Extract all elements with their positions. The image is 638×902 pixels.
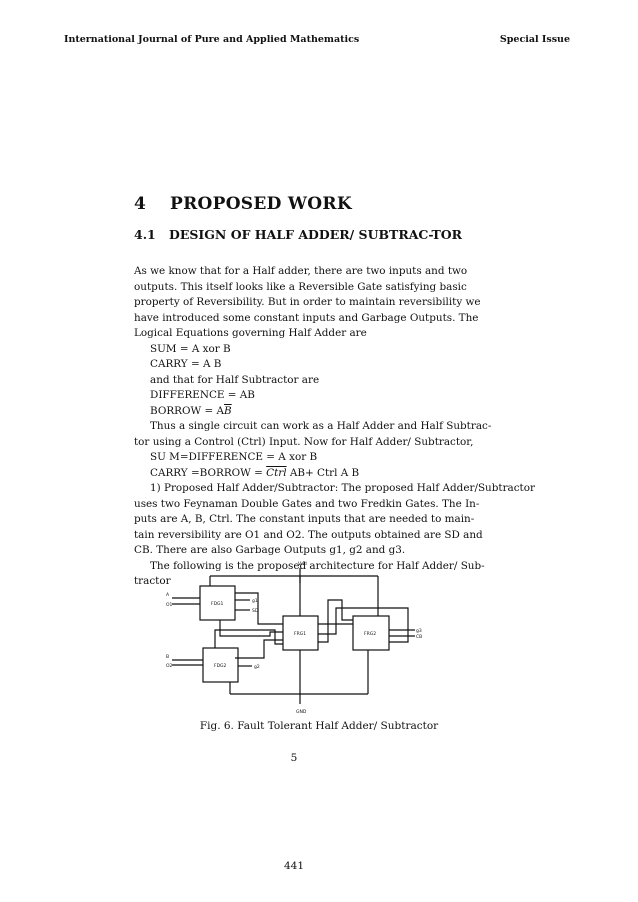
subsection-heading: 4.1 DESIGN OF HALF ADDER/ SUBTRAC-TOR [134, 226, 464, 244]
text-line: tractor [134, 575, 171, 587]
text-line: outputs. This itself looks like a Revers… [134, 280, 467, 293]
page-number-global: 441 [283, 860, 305, 872]
carry2-ctrl-bar: Ctrl [266, 466, 287, 479]
section-number: 4 [134, 194, 147, 214]
frg2-label: FRG2 [364, 631, 376, 637]
section-heading: 4 PROPOSED WORK [134, 194, 352, 214]
carry2-prefix: CARRY =BORROW = [150, 466, 267, 479]
borrow-prefix: BORROW = A [150, 404, 225, 417]
input-a-label: A [166, 592, 170, 598]
fdg1-label: FDG1 [211, 601, 224, 607]
issue-label: Special Issue [499, 34, 570, 45]
equation-sum-2: SU M=DIFFERENCE = A xor B [150, 451, 318, 463]
figure-caption: Fig. 6. Fault Tolerant Half Adder/ Subtr… [199, 720, 439, 732]
input-o2-label: O2 [166, 663, 173, 669]
g2-label: g2 [254, 664, 260, 670]
page-number-local: 5 [290, 752, 298, 764]
equation-carry: CARRY = A B [150, 358, 222, 370]
text-line: tain reversibility are O1 and O2. The ou… [134, 528, 483, 541]
input-o1-label: O1 [166, 602, 173, 608]
text-line: CB. There are also Garbage Outputs g1, g… [134, 544, 406, 556]
equation-borrow: BORROW = AB [134, 404, 464, 420]
equation-carry-2: CARRY =BORROW = Ctrl AB+ Ctrl A B [134, 466, 464, 482]
text-line: Thus a single circuit can work as a Half… [150, 420, 492, 432]
sd-label: SD [252, 608, 259, 614]
frg2-block [352, 615, 390, 651]
carry2-suffix: AB+ Ctrl A B [286, 466, 360, 479]
body-text: As we know that for a Half adder, there … [134, 264, 535, 590]
fdg2-label: FDG2 [214, 663, 227, 669]
circuit-diagram: Vdd GND FDG1 FDG2 FRG1 FRG2 A O1 B O2 g1… [166, 561, 422, 715]
text-line: Logical Equations governing Half Adder a… [134, 327, 367, 339]
text-line: puts are A, B, Ctrl. The constant inputs… [134, 513, 475, 525]
text-line: As we know that for a Half adder, there … [134, 265, 468, 277]
frg1-label: FRG1 [294, 631, 306, 637]
g1-label: g1 [252, 598, 258, 604]
borrow-bar-b: B [224, 404, 232, 417]
text-line: 1) Proposed Half Adder/Subtractor: The p… [150, 482, 535, 494]
subsection-number: 4.1 [134, 227, 156, 242]
text-line: property of Reversibility. But in order … [134, 296, 481, 308]
journal-title: International Journal of Pure and Applie… [64, 34, 360, 45]
text-line: The following is the proposed architectu… [150, 559, 485, 572]
text-line: uses two Feynaman Double Gates and two F… [134, 497, 480, 510]
g3-label: g3 [416, 628, 422, 634]
fdg1-block [199, 585, 236, 621]
vdd-label: Vdd [298, 561, 307, 567]
input-b-label: B [166, 654, 169, 660]
subsection-title: DESIGN OF HALF ADDER/ SUBTRAC-TOR [169, 227, 463, 242]
gnd-label: GND [296, 709, 307, 715]
cb-label: CB [416, 634, 422, 640]
text-line: have introduced some constant inputs and… [134, 311, 479, 324]
text-line: and that for Half Subtractor are [150, 373, 320, 386]
text-line: tor using a Control (Ctrl) Input. Now fo… [134, 435, 474, 448]
section-title: PROPOSED WORK [170, 194, 352, 214]
equation-difference: DIFFERENCE = AB [150, 389, 255, 401]
equation-sum: SUM = A xor B [150, 342, 231, 355]
